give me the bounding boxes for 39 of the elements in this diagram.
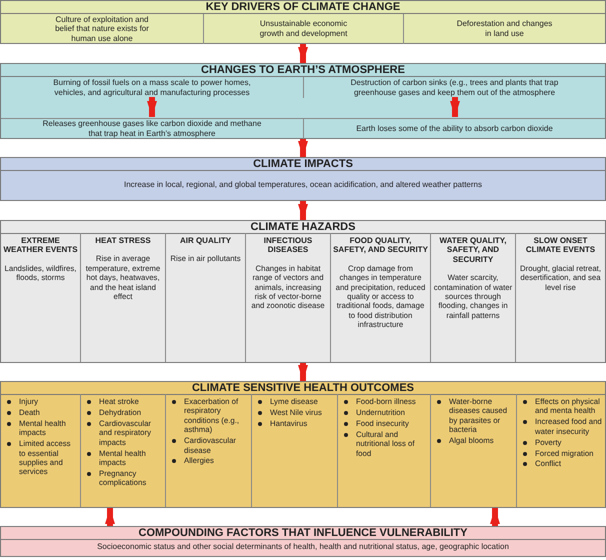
hazard-cell xyxy=(431,233,516,362)
arrow xyxy=(105,508,115,526)
arrow xyxy=(490,508,500,526)
hazard-heading: HEAT STRESS xyxy=(94,236,152,246)
hazard-heading: WATER QUALITY, SAFETY, AND SECURITY xyxy=(438,236,508,264)
table-cell: Burning of fossil fuels on a mass scale to power homes, vehicles, and agricultural and manufacturing processes xyxy=(1,77,304,98)
hazard-heading: EXTREME WEATHER EVENTS xyxy=(3,236,78,255)
arrow xyxy=(298,139,308,157)
section-heading: CLIMATE SENSITIVE HEALTH OUTCOMES xyxy=(1,382,605,395)
hazard-cell xyxy=(331,233,431,362)
table-cell: Unsustainable economic growth and development xyxy=(204,14,404,44)
table-cell: Deforestation and changes in land use xyxy=(404,14,605,44)
hazard-cell xyxy=(1,233,81,362)
table-cell: Destruction of carbon sinks (e.g., trees and plants that trap greenhouse gases and keep them out of the atmosphere xyxy=(304,77,605,98)
hazard-heading: INFECTIOUS DISEASES xyxy=(262,236,314,255)
arrow xyxy=(298,363,308,381)
section-heading: CHANGES TO EARTH’S ATMOSPHERE xyxy=(1,64,605,77)
section-panel xyxy=(0,63,606,139)
arrow xyxy=(147,97,157,117)
section-heading: CLIMATE HAZARDS xyxy=(1,221,605,234)
table-cell: Culture of exploitation and belief that nature exists for human use alone xyxy=(1,14,204,44)
section-panel xyxy=(0,0,606,44)
section-text: Socioeconomic status and other social determinants of health, health and nutritional status, age, geographic location xyxy=(96,541,510,552)
section-panel xyxy=(0,157,606,201)
section-panel xyxy=(0,526,606,557)
table-cell: Earth loses some of the ability to absorb carbon dioxide xyxy=(304,118,605,139)
arrow xyxy=(450,97,460,117)
section-heading: KEY DRIVERS OF CLIMATE CHANGE xyxy=(1,1,605,14)
arrow xyxy=(298,201,308,220)
hazard-heading: FOOD QUALITY, SAFETY, AND SECURITY xyxy=(333,236,428,255)
section-panel xyxy=(0,220,606,363)
section-heading: CLIMATE IMPACTS xyxy=(1,158,605,171)
section-panel xyxy=(0,381,606,508)
hazard-heading: AIR QUALITY xyxy=(178,236,232,246)
section-heading: COMPOUNDING FACTORS THAT INFLUENCE VULNERABILITY xyxy=(1,527,605,540)
arrow xyxy=(298,44,308,63)
section-text: Increase in local, regional, and global temperatures, ocean acidification, and altered weather patterns xyxy=(123,179,483,190)
hazard-heading: SLOW ONSET CLIMATE EVENTS xyxy=(524,236,596,255)
table-cell: Releases greenhouse gases like carbon dioxide and methane that trap heat in Earth’s atmosphere xyxy=(1,118,304,139)
